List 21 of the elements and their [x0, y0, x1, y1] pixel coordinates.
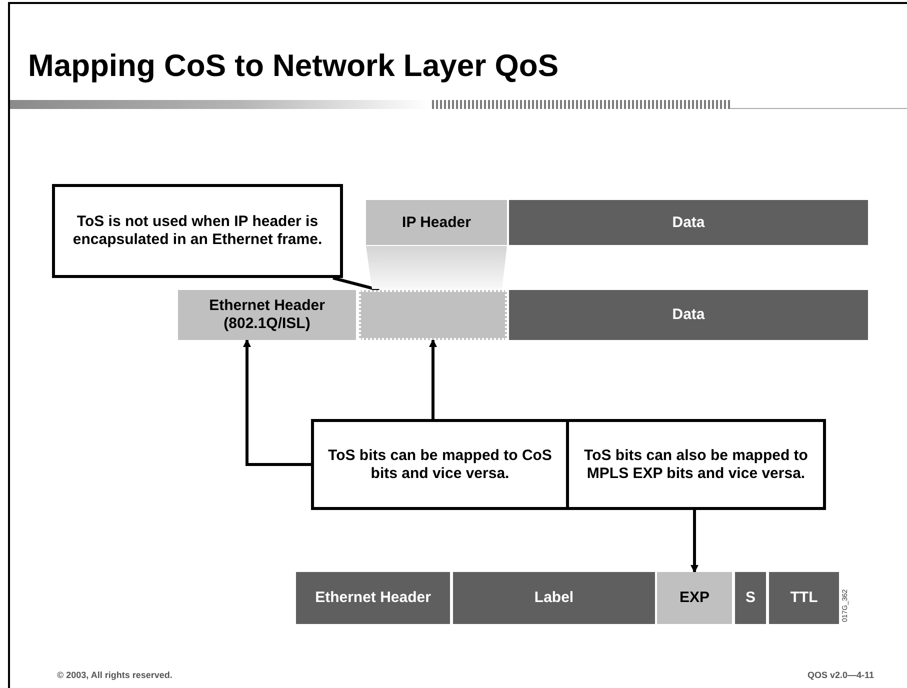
data-field: TTL	[769, 572, 839, 624]
arrow	[690, 510, 698, 573]
data-field: Data	[509, 200, 868, 245]
callout-box: ToS bits can be mapped to CoS bits and vice versa.	[311, 419, 569, 510]
placeholder-field	[359, 290, 507, 340]
projection-fade	[366, 246, 507, 289]
header-field: Ethernet Header (802.1Q/ISL)	[178, 290, 356, 340]
data-field: Data	[509, 290, 868, 340]
copyright-notice: © 2003, All rights reserved.	[57, 670, 172, 680]
callout-box: ToS is not used when IP header is encapsulated in an Ethernet frame.	[52, 184, 343, 278]
data-field: Ethernet Header	[296, 572, 450, 624]
data-field: Label	[453, 572, 655, 624]
arrow	[243, 339, 311, 466]
course-code: QOS v2.0—4-11	[807, 670, 874, 680]
arrow	[429, 339, 437, 419]
header-field: EXP	[657, 572, 732, 624]
data-field: S	[735, 572, 766, 624]
callout-box: ToS bits can also be mapped to MPLS EXP bits and vice versa.	[566, 419, 826, 510]
arrow	[332, 276, 380, 292]
header-field: IP Header	[366, 200, 507, 245]
slide-title: Mapping CoS to Network Layer QoS	[28, 48, 558, 84]
